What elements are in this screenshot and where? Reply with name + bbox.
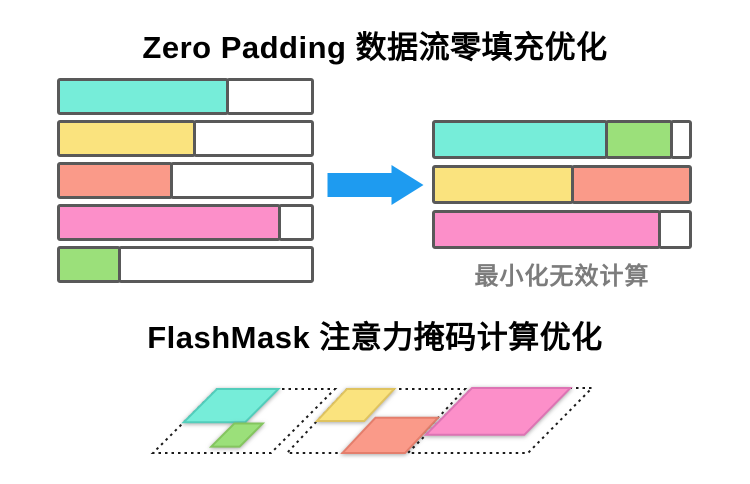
flashmask-title: FlashMask 注意力掩码计算优化 (147, 320, 603, 355)
zero-padding-title: Zero Padding 数据流零填充优化 (142, 30, 608, 65)
mask-block-pink (423, 387, 573, 436)
bar-segment-white (657, 210, 692, 249)
sequence-bar (57, 120, 314, 157)
bar-segment-cyan (432, 120, 608, 159)
padded-sequence-bars (57, 78, 314, 288)
bar-segment-yellow (432, 165, 574, 204)
sequence-bar (432, 120, 692, 159)
mask-block-green (208, 422, 266, 448)
bar-segment-green (604, 120, 673, 159)
sequence-bar (57, 78, 314, 115)
packed-sequence-bars (432, 120, 692, 255)
right-arrow-icon (327, 165, 424, 205)
sequence-bar (57, 246, 314, 283)
bar-segment-white (669, 120, 692, 159)
mask-block-yellow (314, 388, 397, 422)
attention-window-outline (150, 388, 338, 454)
sequence-bar (57, 162, 314, 199)
mask-block-salmon (340, 416, 441, 454)
sequence-bar (57, 204, 314, 241)
bar-segment-white (277, 204, 314, 241)
bar-segment-white (118, 246, 314, 283)
sequence-bar (432, 165, 692, 204)
bar-segment-salmon (57, 162, 173, 199)
bar-segment-cyan (57, 78, 230, 115)
minimize-waste-caption: 最小化无效计算 (474, 263, 650, 290)
bar-segment-white (192, 120, 314, 157)
right-arrow-shape (327, 165, 424, 205)
bar-segment-salmon (570, 165, 692, 204)
attention-window-outline (405, 387, 595, 454)
mask-block-cyan (181, 388, 281, 424)
bar-segment-white (226, 78, 314, 115)
sequence-bar (432, 210, 692, 249)
bar-segment-green (57, 246, 122, 283)
bar-segment-pink (432, 210, 661, 249)
bar-segment-white (169, 162, 314, 199)
bar-segment-yellow (57, 120, 196, 157)
bar-segment-pink (57, 204, 281, 241)
attention-window-outline (284, 388, 468, 454)
